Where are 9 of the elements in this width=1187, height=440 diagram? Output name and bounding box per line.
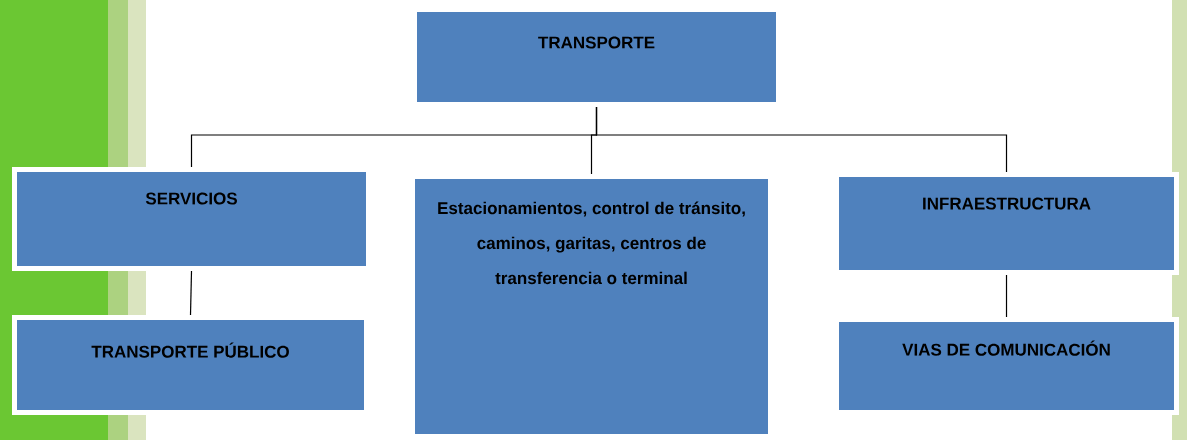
process-box: VIAS DE COMUNICACIÓN	[834, 317, 1179, 415]
connector-line	[189, 270, 193, 316]
process-box: SERVICIOS	[12, 167, 371, 271]
process-box: Estacionamientos, control de tránsito, caminos, garitas, centros de transferencia o terminal	[410, 174, 773, 439]
connector-line	[1005, 274, 1008, 318]
process-box: TRANSPORTE PÚBLICO	[12, 315, 369, 415]
process-box: INFRAESTRUCTURA	[834, 172, 1179, 275]
process-box: TRANSPORTE	[412, 7, 781, 107]
connector-line	[595, 106, 1008, 173]
